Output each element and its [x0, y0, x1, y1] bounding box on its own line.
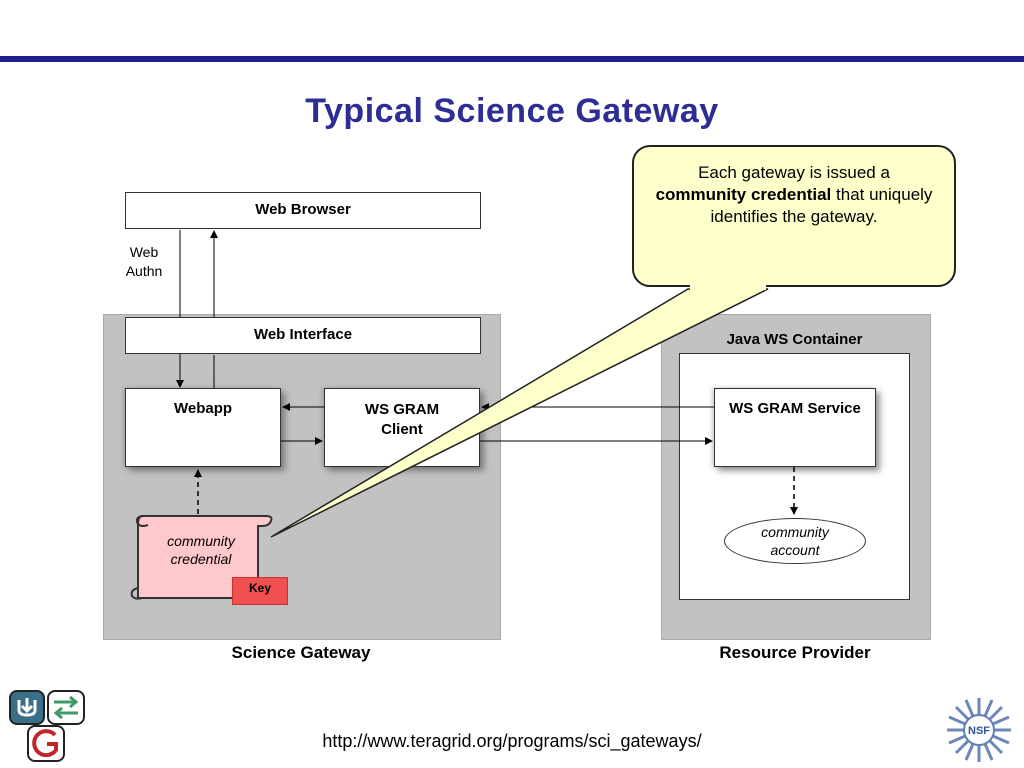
key-badge: Key: [232, 577, 288, 605]
community-credential-label: community credential: [140, 532, 262, 568]
community-credential-line1: community: [167, 533, 235, 549]
callout-box: Each gateway is issued a community crede…: [632, 145, 956, 287]
ws-gram-service-label: WS GRAM Service: [729, 400, 861, 417]
web-browser-box: Web Browser: [125, 192, 481, 229]
callout-text-bold: community credential: [655, 185, 832, 204]
callout-text-after: that uniquely identifies the gateway.: [710, 185, 933, 226]
callout-pointer-joint: [690, 284, 766, 290]
reference-url: http://www.teragrid.org/programs/sci_gat…: [322, 731, 702, 751]
web-authn-line1: Web: [129, 244, 159, 260]
community-account-line1: community: [761, 524, 829, 540]
java-ws-container-label: Java WS Container: [726, 331, 863, 348]
webapp-box: Webapp: [125, 388, 281, 467]
svg-text:NSF: NSF: [968, 725, 990, 737]
community-account-ellipse: community account: [724, 518, 866, 564]
nsf-logo: NSF: [947, 698, 1011, 762]
web-authn-line2: Authn: [125, 263, 163, 279]
title-rule: [0, 56, 1024, 62]
callout-pointer: [270, 288, 769, 538]
ws-gram-service-box: WS GRAM Service: [714, 388, 876, 467]
slide-title: Typical Science Gateway: [305, 92, 719, 130]
webapp-label: Webapp: [173, 400, 233, 417]
teragrid-logo: [9, 690, 85, 762]
science-gateway-caption: Science Gateway: [231, 643, 371, 662]
web-interface-box: Web Interface: [125, 317, 481, 354]
web-authn-label: Web Authn: [118, 243, 170, 281]
resource-provider-caption: Resource Provider: [719, 643, 871, 662]
community-credential-line2: credential: [170, 551, 232, 567]
ws-gram-client-line1: WS GRAM: [364, 401, 440, 418]
community-account-line2: account: [770, 542, 820, 558]
ws-gram-client-line2: Client: [381, 421, 423, 438]
callout-text-before: Each gateway is issued a: [698, 163, 890, 182]
